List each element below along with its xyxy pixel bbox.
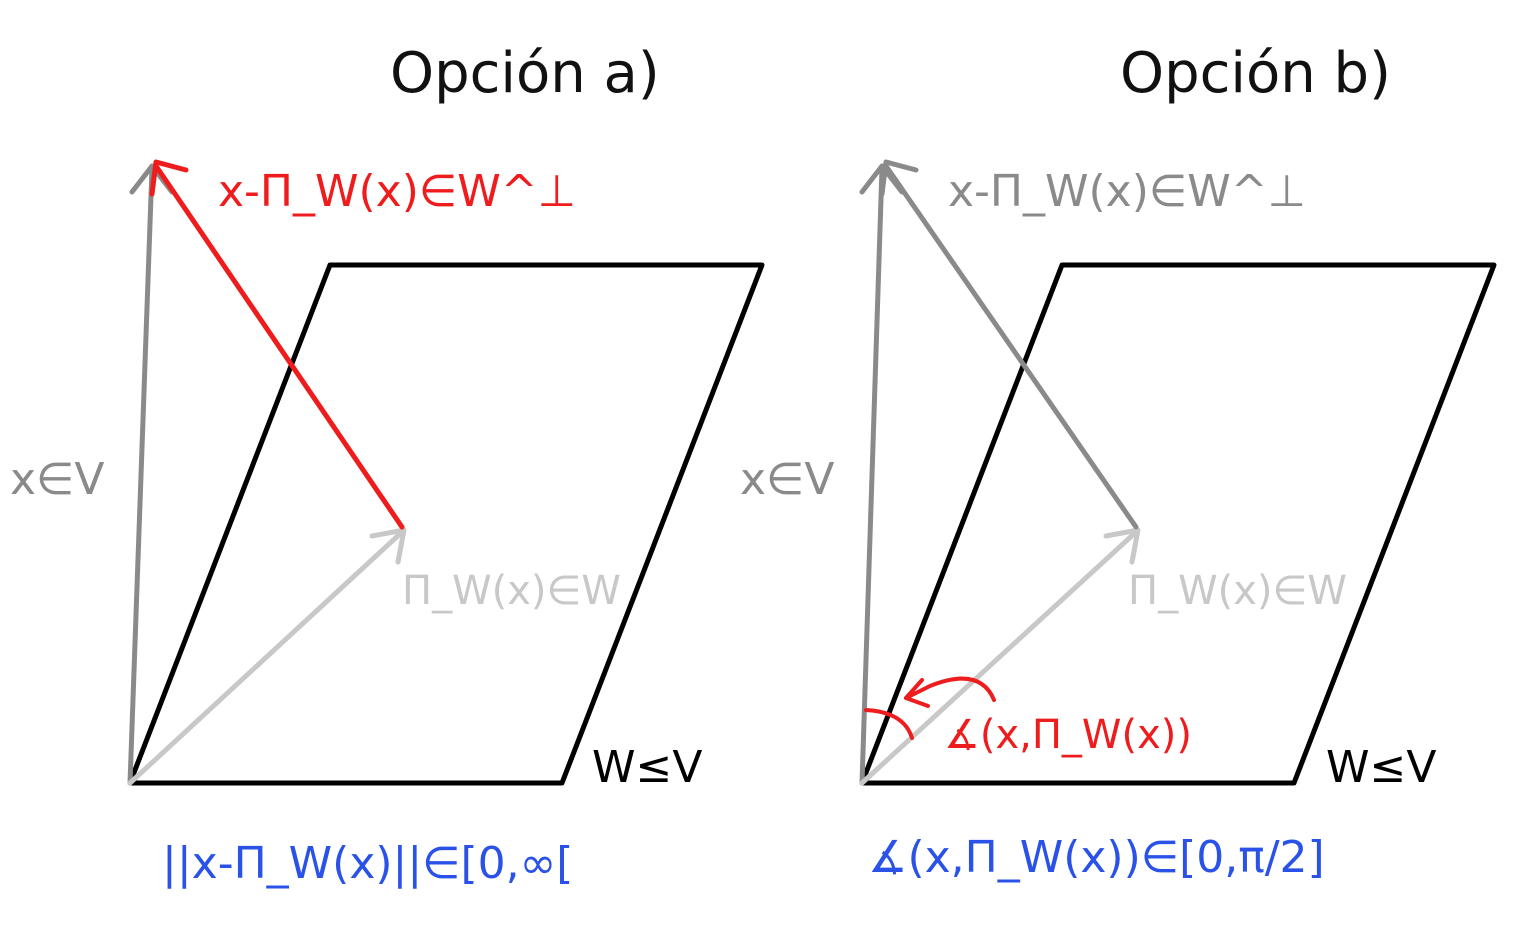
panel-b-title: Opción b): [1120, 41, 1391, 106]
panel-a-projection-vector: [127, 527, 407, 786]
panel-b-label-angle: ∡(x,Π_W(x)): [944, 712, 1192, 758]
panel-a-title: Opción a): [390, 41, 660, 106]
panel-b-residual-vector: [879, 159, 1139, 530]
panel-b-angle-arc: [864, 676, 996, 740]
panel-b-subspace-parallelogram: [859, 262, 1497, 786]
panel-b-label-subspace: W≤V: [1326, 742, 1436, 793]
panel-a-label-projection: Π_W(x)∈W: [402, 568, 621, 614]
panel-a-subspace-parallelogram: [127, 262, 765, 786]
panel-b-label-bottom: ∡(x,Π_W(x))∈[0,π/2]: [868, 832, 1325, 883]
panel-b: Opción b) x∈V x-Π_W(x)∈W^⊥ Π_W(x)∈W ∡(x,…: [740, 41, 1497, 883]
panel-b-label-residual: x-Π_W(x)∈W^⊥: [948, 166, 1306, 217]
panel-a-residual-vector: [149, 159, 405, 530]
panel-a-label-bottom: ||x-Π_W(x)||∈[0,∞[: [162, 838, 573, 889]
panel-b-label-x: x∈V: [740, 454, 834, 505]
panel-a-label-x: x∈V: [10, 454, 104, 505]
panel-a: Opción a) x∈V x-Π_W(x)∈W^⊥ Π_W(x)∈W W≤V …: [10, 41, 765, 889]
panel-a-label-subspace: W≤V: [592, 742, 702, 793]
panel-a-label-residual: x-Π_W(x)∈W^⊥: [218, 166, 576, 217]
panel-b-projection-vector: [859, 527, 1141, 786]
panel-b-label-projection: Π_W(x)∈W: [1128, 568, 1347, 614]
